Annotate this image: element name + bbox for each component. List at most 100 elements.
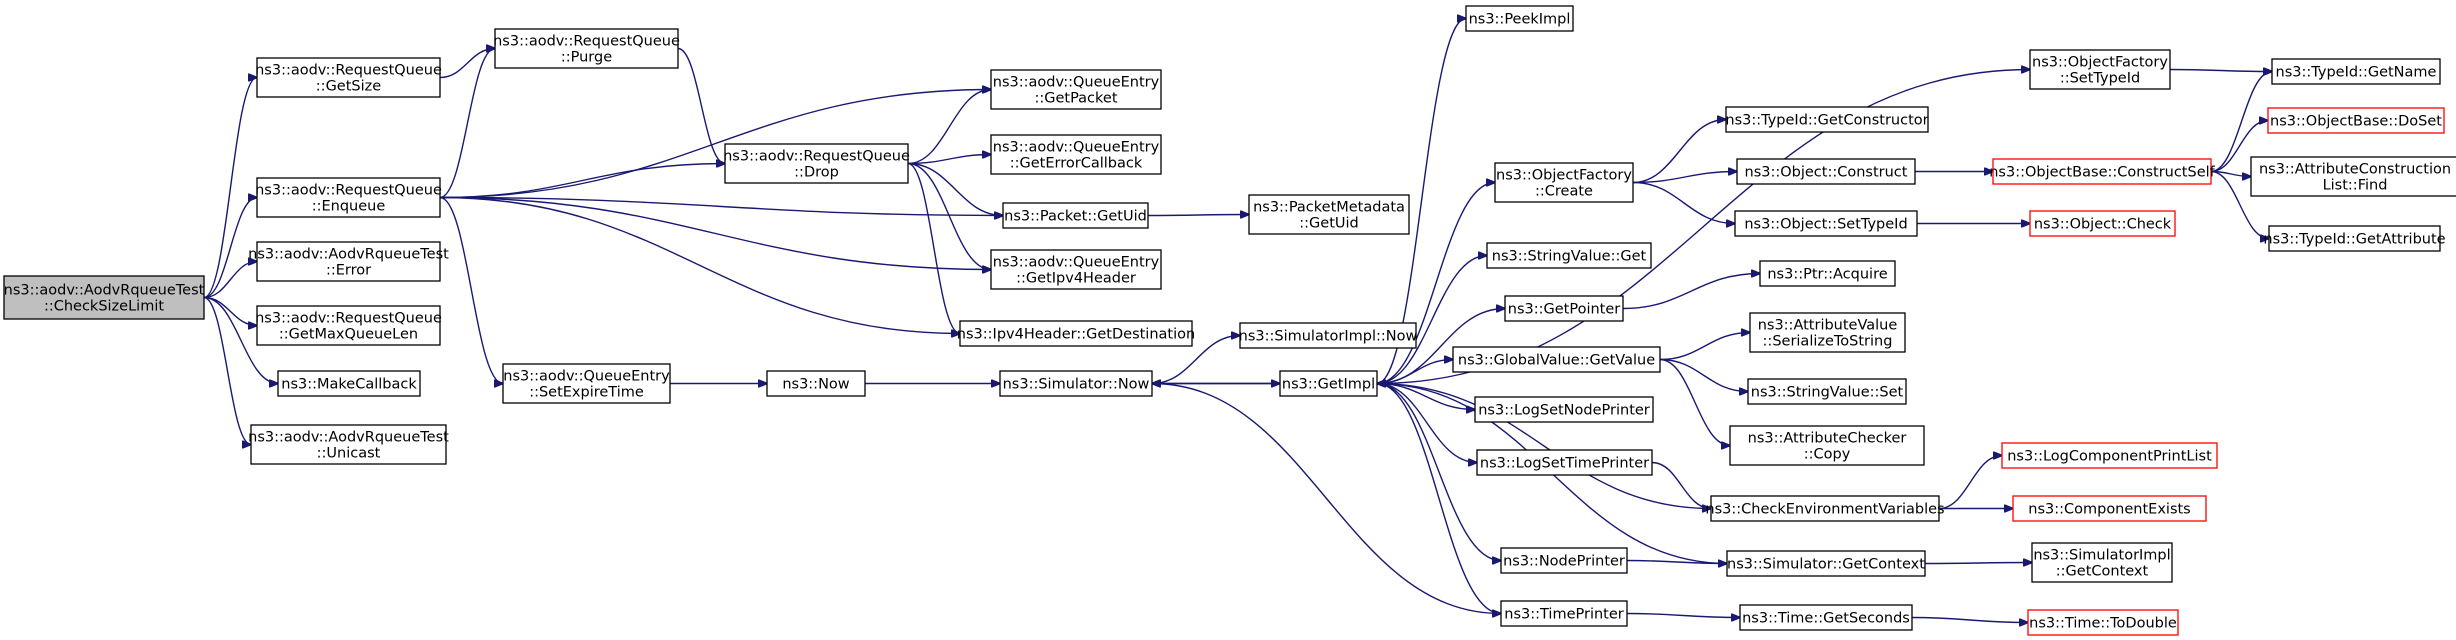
node-getimpl[interactable]: ns3::GetImpl (1279, 370, 1378, 397)
node-label: ::GetSize (316, 79, 381, 95)
node-label: ns3::AttributeChecker (1748, 431, 1907, 447)
node-label: ::GetContext (2056, 564, 2149, 580)
node-componentexists[interactable]: ns3::ComponentExists (2012, 495, 2207, 522)
edge-root-to-test_error (203, 262, 257, 299)
node-ptr_acquire[interactable]: ns3::Ptr::Acquire (1759, 260, 1896, 287)
node-logcomponentprintlist[interactable]: ns3::LogComponentPrintList (2001, 442, 2218, 469)
node-box (1494, 162, 1634, 203)
node-rq_enqueue[interactable]: ns3::aodv::RequestQueue::Enqueue (255, 177, 442, 218)
node-label: ns3::LogSetTimePrinter (1480, 456, 1649, 472)
node-packetmetadata_getuid[interactable]: ns3::PacketMetadata::GetUid (1248, 194, 1410, 235)
node-box (2027, 609, 2179, 636)
node-label: ::SetTypeId (2060, 71, 2140, 87)
edge-getimpl-to-timeprinter (1376, 382, 1501, 614)
node-simulator_now[interactable]: ns3::Simulator::Now (999, 370, 1153, 397)
node-label: ::Enqueue (312, 199, 386, 215)
edge-rq_purge-to-rq_drop (677, 47, 725, 164)
edge-getimpl-to-logsettimeprinter (1376, 382, 1477, 463)
node-objectfactory_settypeid[interactable]: ns3::ObjectFactory::SetTypeId (2029, 49, 2171, 90)
node-label: ns3::PacketMetadata (1253, 200, 1405, 216)
node-box (2029, 210, 2176, 237)
node-globalvalue_getvalue[interactable]: ns3::GlobalValue::GetValue (1452, 346, 1661, 373)
node-box (1759, 260, 1896, 287)
node-box (494, 28, 679, 69)
node-label: ns3::aodv::RequestQueue (723, 149, 910, 165)
node-simulatorimpl_getcontext[interactable]: ns3::SimulatorImpl::GetContext (2031, 542, 2173, 583)
node-test_error[interactable]: ns3::aodv::AodvRqueueTest::Error (248, 241, 449, 282)
node-rq_getmaxqueuelen[interactable]: ns3::aodv::RequestQueue::GetMaxQueueLen (255, 305, 442, 346)
edge-rq_enqueue-to-qe_getpacket (439, 90, 991, 199)
node-logsetnodeprinter[interactable]: ns3::LogSetNodePrinter (1474, 396, 1654, 423)
node-attributevalue_serializetostring[interactable]: ns3::AttributeValue::SerializeToString (1749, 312, 1906, 353)
node-label: ns3::aodv::RequestQueue (255, 63, 442, 79)
node-stringvalue_set[interactable]: ns3::StringValue::Set (1747, 378, 1907, 405)
node-rq_drop[interactable]: ns3::aodv::RequestQueue::Drop (723, 143, 910, 184)
node-peekimpl[interactable]: ns3::PeekImpl (1465, 5, 1574, 32)
node-rq_getsize[interactable]: ns3::aodv::RequestQueue::GetSize (255, 57, 442, 98)
node-label: ns3::Object::SetTypeId (1744, 217, 1907, 233)
node-label: ns3::LogSetNodePrinter (1478, 403, 1650, 419)
node-now[interactable]: ns3::Now (766, 370, 866, 397)
node-qe_getipv4header[interactable]: ns3::aodv::QueueEntry::GetIpv4Header (990, 249, 1162, 290)
node-ipv4header_getdestination[interactable]: ns3::Ipv4Header::GetDestination (957, 320, 1195, 347)
node-qe_geterrorcallback[interactable]: ns3::aodv::QueueEntry::GetErrorCallback (990, 134, 1162, 175)
node-label: ns3::SimulatorImpl::Now (1239, 329, 1418, 345)
node-label: ns3::Ipv4Header::GetDestination (957, 327, 1195, 343)
node-object_construct[interactable]: ns3::Object::Construct (1736, 158, 1916, 185)
edge-checkenvironmentvariables-to-logcomponentprintlist (1938, 456, 2002, 510)
node-label: ns3::StringValue::Set (1751, 385, 1904, 401)
node-root[interactable]: ns3::aodv::AodvRqueueTest::CheckSizeLimi… (3, 275, 205, 320)
node-box (1465, 5, 1574, 32)
node-typeid_getattribute[interactable]: ns3::TypeId::GetAttribute (2263, 225, 2446, 252)
node-box (2268, 225, 2441, 252)
node-attributechecker_copy[interactable]: ns3::AttributeChecker::Copy (1729, 425, 1925, 466)
node-label: ns3::ObjectFactory (1496, 168, 1632, 184)
node-label: ::Unicast (317, 446, 381, 462)
node-box (256, 305, 441, 346)
node-objectbase_doset[interactable]: ns3::ObjectBase::DoSet (2267, 107, 2445, 134)
node-getpointer[interactable]: ns3::GetPointer (1504, 295, 1624, 322)
node-packet_getuid[interactable]: ns3::Packet::GetUid (1002, 202, 1149, 229)
edge-getimpl-to-peekimpl (1376, 19, 1466, 385)
node-checkenvironmentvariables[interactable]: ns3::CheckEnvironmentVariables (1705, 495, 1945, 522)
node-nodeprinter[interactable]: ns3::NodePrinter (1500, 547, 1628, 574)
node-stringvalue_get[interactable]: ns3::StringValue::Get (1486, 242, 1652, 269)
node-label: ns3::LogComponentPrintList (2007, 449, 2212, 465)
node-timeprinter[interactable]: ns3::TimePrinter (1500, 600, 1628, 627)
node-label: ::GetPacket (1034, 91, 1117, 107)
node-label: ns3::SimulatorImpl (2033, 548, 2170, 564)
node-time_todouble[interactable]: ns3::Time::ToDouble (2027, 609, 2179, 636)
node-simulator_getcontext[interactable]: ns3::Simulator::GetContext (1726, 550, 1926, 577)
node-objectbase_constructself[interactable]: ns3::ObjectBase::ConstructSelf (1989, 158, 2216, 185)
edge-timeprinter-to-simulator_now (1152, 384, 1502, 615)
node-typeid_getconstructor[interactable]: ns3::TypeId::GetConstructor (1725, 106, 1929, 133)
edge-simulator_now-to-simulatorimpl_now (1151, 336, 1240, 385)
node-label: ns3::ObjectBase::DoSet (2270, 114, 2442, 130)
node-box (2001, 442, 2218, 469)
node-label: ns3::ObjectFactory (2032, 55, 2168, 71)
node-rq_purge[interactable]: ns3::aodv::RequestQueue::Purge (493, 28, 680, 69)
node-box (2271, 58, 2441, 85)
node-label: ns3::TypeId::GetName (2276, 65, 2437, 81)
node-makecallback[interactable]: ns3::MakeCallback (277, 370, 421, 397)
node-logsettimeprinter[interactable]: ns3::LogSetTimePrinter (1476, 449, 1653, 476)
node-label: ns3::aodv::RequestQueue (493, 34, 680, 50)
edge-timeprinter-to-time_getseconds (1626, 612, 1740, 618)
node-qe_getpacket[interactable]: ns3::aodv::QueueEntry::GetPacket (990, 69, 1162, 110)
node-typeid_getname[interactable]: ns3::TypeId::GetName (2271, 58, 2441, 85)
edge-getpointer-to-ptr_acquire (1622, 274, 1760, 310)
edges-layer (203, 19, 2272, 623)
edge-rq_enqueue-to-ipv4header_getdestination (439, 196, 960, 334)
node-box (1279, 370, 1378, 397)
node-simulatorimpl_now[interactable]: ns3::SimulatorImpl::Now (1239, 322, 1418, 349)
node-time_getseconds[interactable]: ns3::Time::GetSeconds (1739, 604, 1913, 631)
node-qe_setexpiretime[interactable]: ns3::aodv::QueueEntry::SetExpireTime (502, 363, 671, 404)
edge-checkenvironmentvariables-to-getimpl (1377, 384, 1712, 510)
node-object_settypeid[interactable]: ns3::Object::SetTypeId (1734, 210, 1918, 237)
node-test_unicast[interactable]: ns3::aodv::AodvRqueueTest::Unicast (248, 424, 449, 465)
node-objectfactory_create[interactable]: ns3::ObjectFactory::Create (1494, 162, 1634, 203)
node-object_check[interactable]: ns3::Object::Check (2029, 210, 2176, 237)
edge-packet_getuid-to-packetmetadata_getuid (1147, 215, 1249, 216)
node-label: ns3::GlobalValue::GetValue (1458, 353, 1655, 369)
